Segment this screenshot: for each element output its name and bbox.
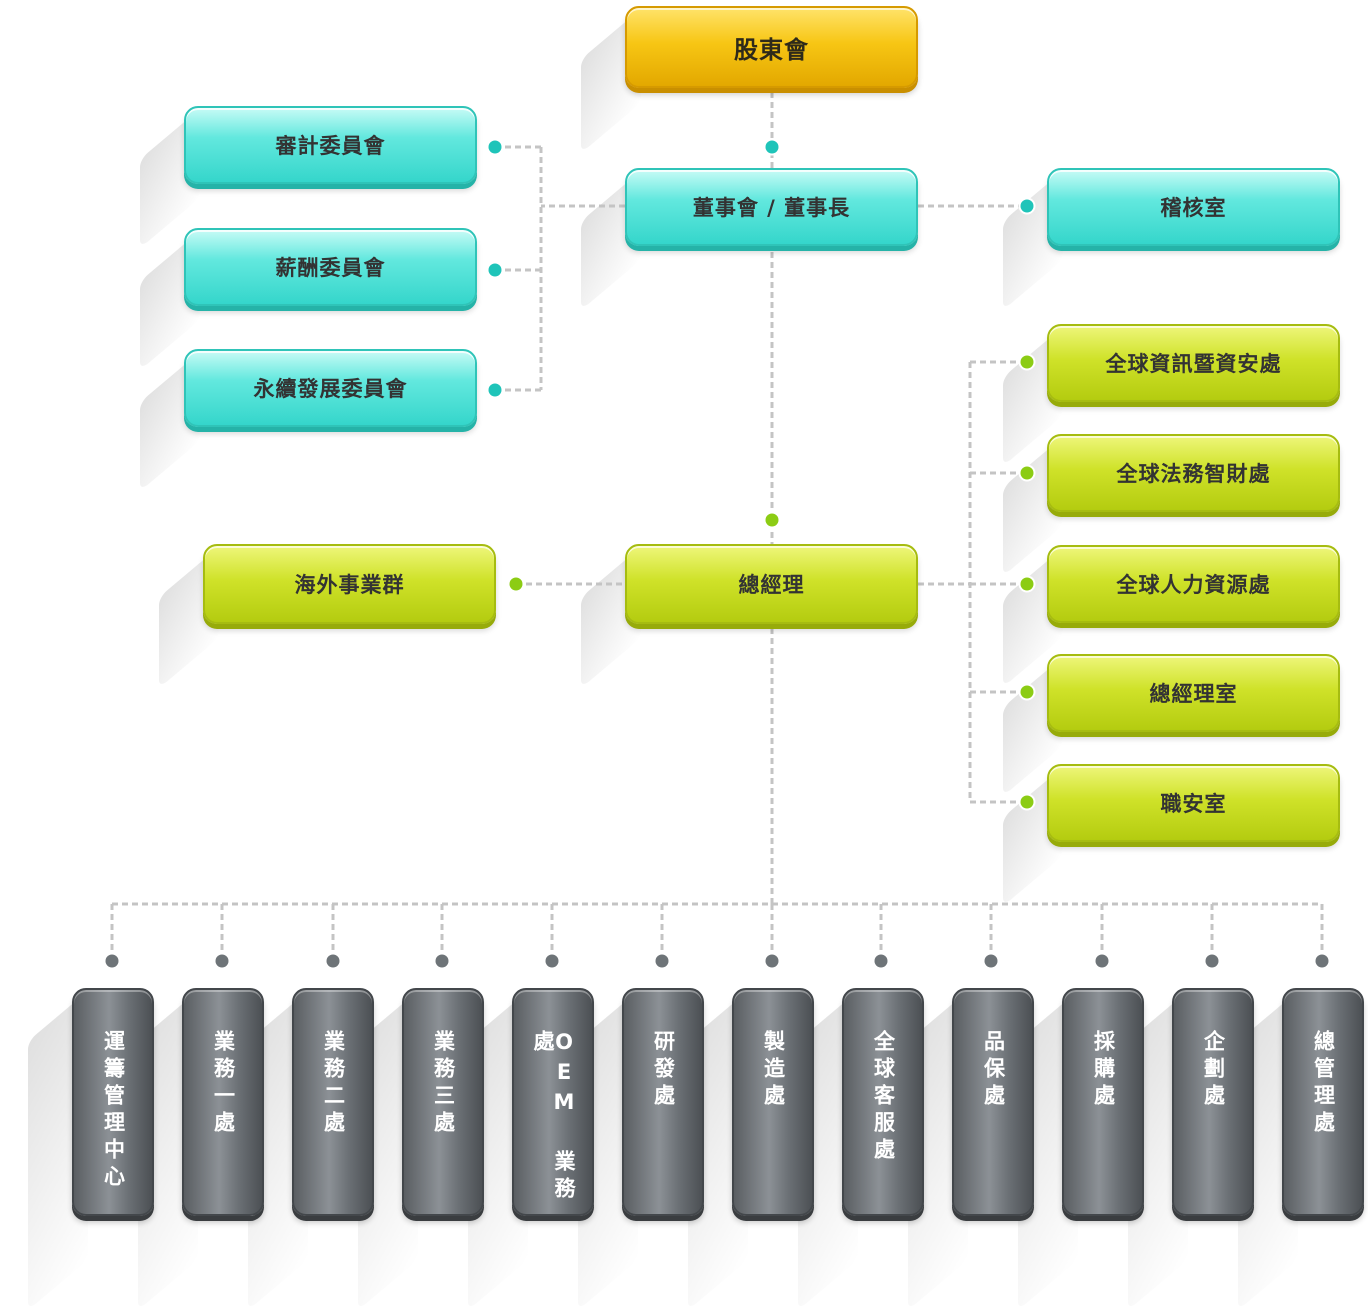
- staff-unit-label: 總經理室: [1149, 682, 1238, 706]
- committee-label: 薪酬委員會: [275, 256, 386, 280]
- department-box: 運籌管理中心: [72, 988, 154, 1216]
- connector-dot: [105, 954, 119, 968]
- connector-dot: [545, 954, 559, 968]
- board-box: 董事會 / 董事長: [625, 168, 918, 246]
- committee-label: 審計委員會: [275, 134, 386, 158]
- connector-dot: [1020, 685, 1034, 699]
- department-label: OEM 業務處: [531, 1030, 576, 1204]
- connector-dot: [326, 954, 340, 968]
- president-box: 總經理: [625, 544, 918, 624]
- connector-dot: [1020, 355, 1034, 369]
- department-label: 總管理處: [1311, 1030, 1336, 1138]
- staff-unit-box: 全球法務智財處: [1047, 434, 1340, 512]
- audit-committee-box: 審計委員會: [184, 106, 477, 184]
- connector-dot: [488, 383, 502, 397]
- department-box: 品保處: [952, 988, 1034, 1216]
- president-label: 總經理: [738, 573, 805, 597]
- connector-dot: [765, 954, 779, 968]
- connector-dot: [215, 954, 229, 968]
- department-box: 業務二處: [292, 988, 374, 1216]
- department-label: 製造處: [761, 1030, 786, 1111]
- connector-dot: [488, 140, 502, 154]
- department-label: 業務二處: [321, 1030, 346, 1138]
- connector-dot: [765, 140, 779, 154]
- connector-dot: [1020, 466, 1034, 480]
- staff-unit-box: 職安室: [1047, 764, 1340, 842]
- compensation-committee-box: 薪酬委員會: [184, 228, 477, 306]
- staff-unit-label: 職安室: [1160, 792, 1227, 816]
- connector-dot: [1205, 954, 1219, 968]
- department-box: 製造處: [732, 988, 814, 1216]
- staff-unit-box: 總經理室: [1047, 654, 1340, 732]
- department-box: 全球客服處: [842, 988, 924, 1216]
- board-label: 董事會 / 董事長: [692, 196, 851, 220]
- shareholders-box: 股東會: [625, 6, 918, 88]
- connector-dot: [1315, 954, 1329, 968]
- connector-dot: [509, 577, 523, 591]
- department-label: 研發處: [651, 1030, 676, 1111]
- department-label: 業務一處: [211, 1030, 236, 1138]
- staff-unit-label: 全球資訊暨資安處: [1105, 352, 1282, 376]
- department-box: 總管理處: [1282, 988, 1364, 1216]
- department-box: 研發處: [622, 988, 704, 1216]
- connector-dot: [874, 954, 888, 968]
- overseas-label: 海外事業群: [294, 573, 405, 597]
- overseas-box: 海外事業群: [203, 544, 496, 624]
- connector-dot: [1020, 199, 1034, 213]
- department-label: 業務三處: [431, 1030, 456, 1138]
- staff-unit-box: 全球資訊暨資安處: [1047, 324, 1340, 402]
- staff-unit-label: 全球人力資源處: [1116, 573, 1271, 597]
- connector-dot: [765, 513, 779, 527]
- department-label: 運籌管理中心: [101, 1030, 126, 1192]
- sustainability-committee-box: 永續發展委員會: [184, 349, 477, 427]
- connector-dot: [435, 954, 449, 968]
- staff-unit-label: 全球法務智財處: [1116, 462, 1271, 486]
- audit-office-box: 稽核室: [1047, 168, 1340, 246]
- department-label: 採購處: [1091, 1030, 1116, 1111]
- department-box: 業務一處: [182, 988, 264, 1216]
- connector-dot: [1020, 577, 1034, 591]
- connector-dot: [984, 954, 998, 968]
- department-box: 企劃處: [1172, 988, 1254, 1216]
- department-label: 全球客服處: [871, 1030, 896, 1165]
- connector-dot: [1095, 954, 1109, 968]
- committee-label: 永續發展委員會: [253, 377, 408, 401]
- connector-lines: [110, 92, 1324, 961]
- connector-dot: [1020, 795, 1034, 809]
- connector-dot: [488, 263, 502, 277]
- connector-dot: [655, 954, 669, 968]
- department-box: 業務三處: [402, 988, 484, 1216]
- shareholders-label: 股東會: [734, 35, 809, 64]
- department-box: OEM 業務處: [512, 988, 594, 1216]
- staff-unit-box: 全球人力資源處: [1047, 545, 1340, 623]
- department-box: 採購處: [1062, 988, 1144, 1216]
- department-label: 品保處: [981, 1030, 1006, 1111]
- audit-office-label: 稽核室: [1160, 196, 1227, 220]
- department-label: 企劃處: [1201, 1030, 1226, 1111]
